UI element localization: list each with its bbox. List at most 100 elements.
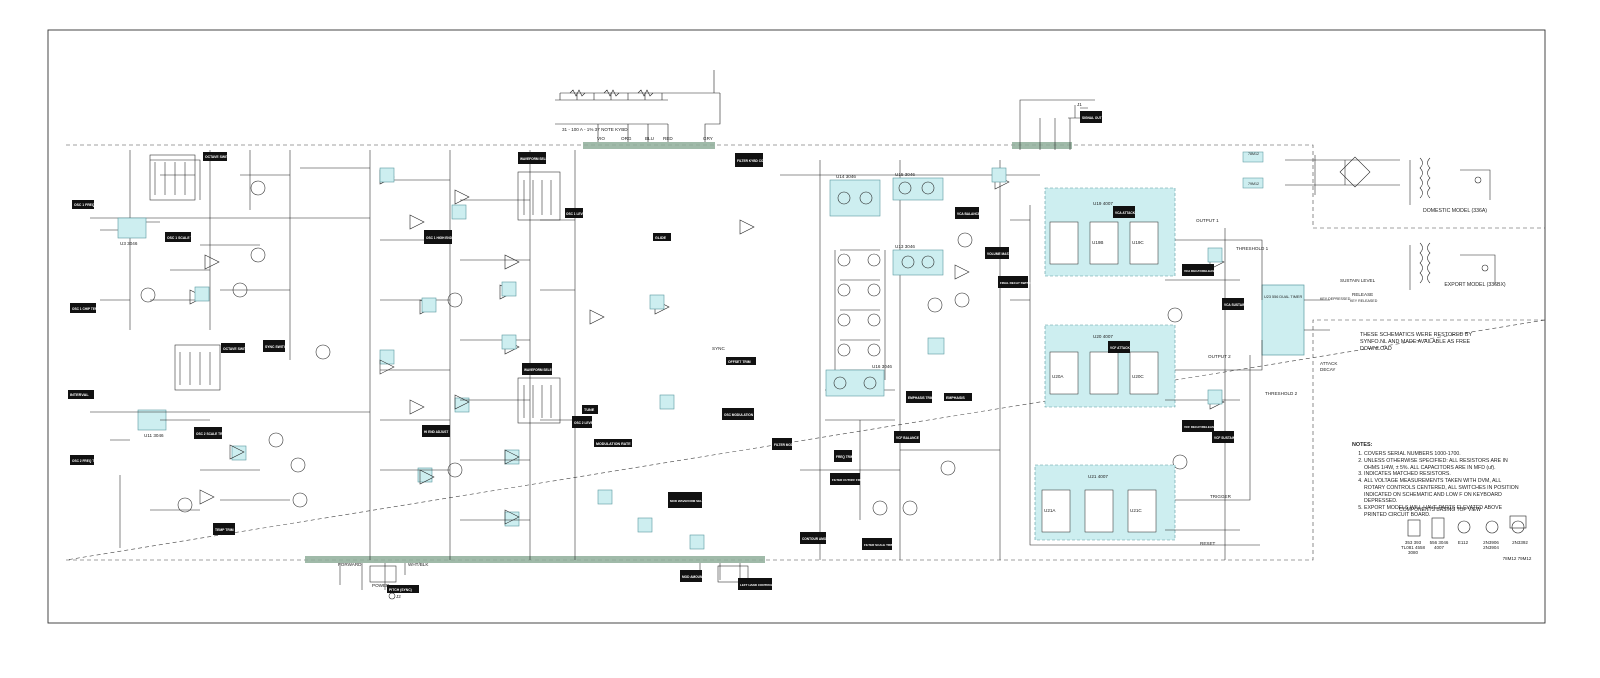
connector-bar-keyboard [583,142,715,149]
label-wht-blk: WHT/BLK [408,562,429,567]
black-labels: OSC 1 FREQ TRIM OCTAVE SWITCH OSC 1 SCAL… [68,111,1246,593]
label-hi-end-adjust: HI END ADJUST [424,430,448,434]
label-sync: SYNC [712,346,725,351]
keyboard-resistor-chain [555,70,721,142]
label-osc1-level: OSC 1 LEVEL [566,212,587,216]
signal-out-jack [1068,105,1088,119]
regulator-neg: 79M12 [1248,182,1259,186]
keyboard-label: 31 - 100 A - 1% 37 NOTE KYBD [562,127,628,132]
opamp-group-upper [189,169,755,355]
waveform-switch-2 [517,377,561,424]
pkg-label-556: 556 3046 4007 [1429,540,1449,551]
label-interval: INTERVAL [70,393,89,397]
chip-u19b: U19B [1092,240,1104,245]
chip-labels: U3 3046 U11 3046 U14 3046 U15 3046 U13 3… [120,172,1144,513]
domestic-model-label: DOMESTIC MODEL (336A) [1422,208,1488,214]
label-reset: RESET [1200,541,1216,546]
chip-u21a: U21A [1044,508,1056,513]
label-sync-switch: SYNC SWITCH [265,345,289,349]
pcb-boundary [65,144,1546,561]
connector-bar-bottom [305,556,765,563]
label-offset-trim: OFFSET TRIM [728,360,751,364]
label-mod-amount: MOD AMOUNT [682,575,704,579]
note-item-3: INDICATES MATCHED RESISTORS. [1364,471,1522,478]
restored-note: THESE SCHEMATICS WERE RESTORED BY SYNFO.… [1360,332,1473,353]
label-j1: J1 [1077,102,1082,107]
label-vcf-sustain: VCF SUSTAIN [1214,436,1236,440]
notes-block: NOTES: COVERS SERIAL NUMBERS 1000-1700. … [1352,442,1522,519]
pkg-label-353: 353 393 TL081 4558 3080 [1400,540,1426,556]
label-volume-master: VOLUME MASTER [987,252,1016,256]
terminal-gry: GRY [703,136,713,141]
keyboard-terminals: VIO ORG BLU RED GRY [597,136,713,141]
component-basing-glyphs [1407,515,1527,539]
envelope-blocks [1029,187,1330,560]
label-osc1-scale-trim: OSC 1 SCALE TRIM [167,236,199,240]
label-vca-balance: VCA BALANCE [957,212,980,216]
label-output2: OUTPUT 2 [1208,354,1231,359]
label-forward: FORWARD [338,562,362,567]
label-osc1-chip-temp-trim: OSC 1 CHIP TEMP TRIM [72,307,109,311]
label-temp-trim: TEMP TRIM [215,528,234,532]
label-filter-cutoff-freq: FILTER CUTOFF FREQ [832,478,865,482]
export-model-label: EXPORT MODEL (336BX) [1444,282,1506,288]
label-freq-trim: FREQ TRIM [836,455,854,459]
label-sustain-level: SUSTAIN LEVEL [1340,278,1376,283]
chip-u3: U3 3046 [120,241,138,246]
terminal-org: ORG [621,136,632,141]
chip-u21: U21 4007 [1088,474,1108,479]
label-output1: OUTPUT 1 [1196,218,1219,223]
label-osc1-freq-trim: OSC 1 FREQ TRIM [74,203,104,207]
note-item-4: ALL VOLTAGE MEASUREMENTS TAKEN WITH DVM,… [1364,478,1522,505]
label-osc-modulation: OSC MODULATION [724,413,754,417]
label-glide: GLIDE [655,236,667,240]
vca-section [954,99,1095,301]
chip-u19c: U19C [1132,240,1144,245]
label-tune: TUNE [584,408,595,412]
label-left-hand-controller: LEFT HAND CONTROLLER [740,583,779,587]
pkg-label-78m12: 78M12 79M12 [1502,556,1532,561]
sheet-border [47,29,1546,624]
component-basing-title: COMPONENTS BASING TOP VIEW [1399,507,1481,513]
label-vcf-attack: VCF ATTACK [1110,346,1130,350]
label-emphasis: EMPHASIS [946,396,965,400]
filter-ladder [780,160,1001,560]
filter-ic-highlights [825,177,945,397]
label-vca-decay-release: VCA DECAY/RELEASE [1184,269,1216,273]
pkg-label-e112: E112 [1457,540,1469,545]
label-waveform-select-1: WAVEFORM SELECT [520,157,552,161]
chip-u20c: U20C [1132,374,1144,379]
misc-labels: OUTPUT 1 OUTPUT 2 THRESHOLD 1 THRESHOLD … [338,102,1378,599]
label-filter-scale-trim: FILTER SCALE TRIM [864,543,894,547]
label-osc2-scale-trim: OSC 2 SCALE TRIM [196,432,226,436]
pkg-label-2n3906: 2N3906 2N3904 [1483,540,1499,551]
chip-u23: U23 556 DUAL TIMER [1264,295,1302,299]
filter-transistors [833,181,935,390]
chip-u15: U15 3046 [895,172,915,177]
label-octave-switch-2: OCTAVE SWITCH [223,347,251,351]
label-filter-kybd-control: FILTER KYBD CONTROL [737,159,775,163]
label-trigger: TRIGGER [1210,494,1232,499]
osc1-section [90,150,576,560]
chip-u20a: U20A [1052,374,1064,379]
label-attack: ATTACK [1320,361,1338,366]
chip-u20: U20 4007 [1093,334,1113,339]
label-octave-switch: OCTAVE SWITCH [205,155,233,159]
label-signal-out: SIGNAL OUT [1082,116,1102,120]
note-item-2: UNLESS OTHERWISE SPECIFIED: ALL RESISTOR… [1364,458,1522,472]
label-release: RELEASE [1352,292,1373,297]
label-modulation-rate: MODULATION RATE [596,442,631,446]
power-supply [1242,151,1496,290]
vca-ic-highlight [991,167,1007,183]
chip-u16: U16 3046 [872,364,892,369]
chip-u21c: U21C [1130,508,1142,513]
notes-title: NOTES: [1352,442,1373,448]
label-pitch-sync: PITCH (SYNC) [389,588,412,592]
terminal-red: RED [663,136,673,141]
chip-u11: U11 3046 [144,433,164,438]
label-mod-waveform-sel-sw: MOD WAVEFORM SEL SW [670,499,708,503]
octave-switch-1 [149,154,196,201]
transistors [140,180,1188,516]
regulator-pos: 78M12 [1248,152,1259,156]
